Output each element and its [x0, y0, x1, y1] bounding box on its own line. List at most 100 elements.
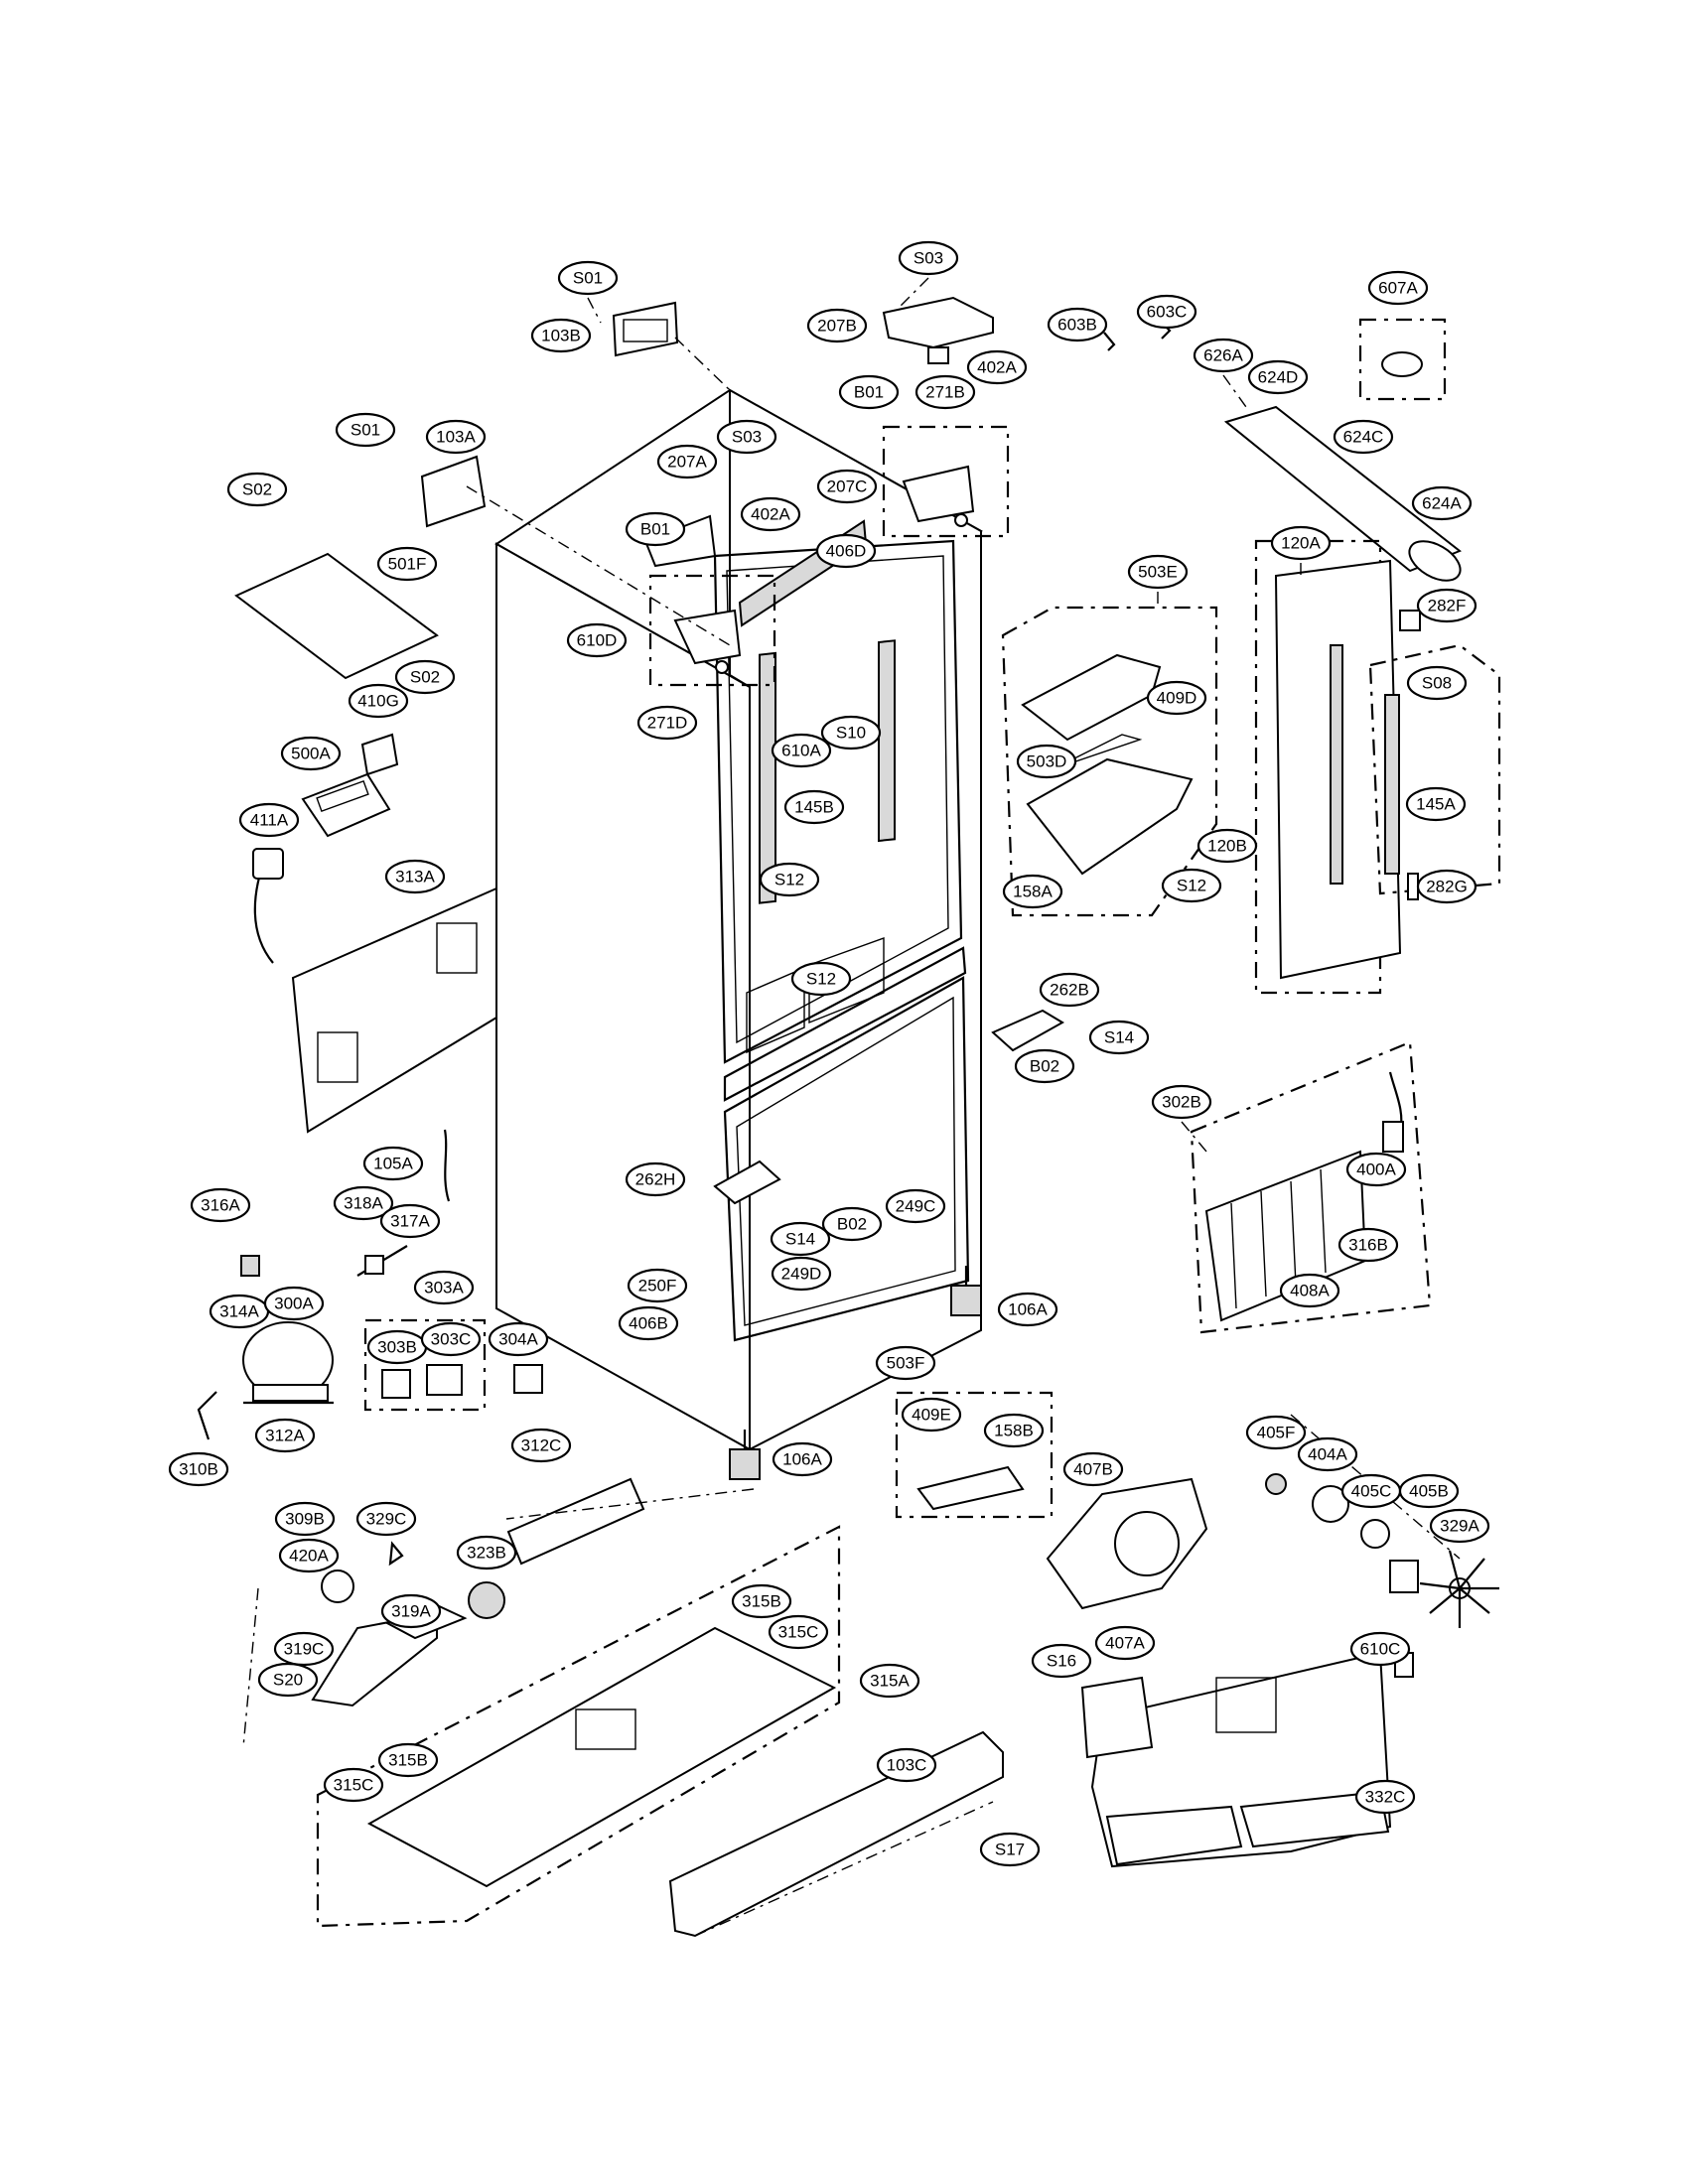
callout-315b: 315B [377, 1742, 439, 1778]
callout-249d: 249D [771, 1256, 832, 1292]
callout-oval [1416, 588, 1477, 623]
callout-oval [280, 736, 342, 771]
callout-label: 314A [219, 1302, 259, 1321]
compressor-300a [242, 1321, 334, 1405]
callout-label: 145B [794, 798, 834, 817]
callout-603b: 603B [1047, 307, 1108, 342]
callout-oval [875, 1345, 936, 1381]
cover-501f [234, 552, 439, 680]
callout-label: 271D [647, 714, 688, 733]
ice-bin-group-503e [1001, 606, 1218, 917]
callout-oval [1406, 665, 1468, 701]
callout-s16: S16 [1031, 1643, 1092, 1679]
callout-oval [530, 318, 592, 353]
callout-oval [898, 240, 959, 276]
callout-label: 319A [391, 1602, 431, 1621]
callout-label: 503D [1027, 752, 1067, 771]
callout-label: 332C [1365, 1788, 1406, 1807]
callout-oval [1354, 1779, 1416, 1815]
callout-label: 315A [870, 1672, 910, 1691]
callout-label: B01 [640, 520, 670, 539]
callout-103c: 103C [876, 1747, 937, 1783]
callout-312a: 312A [254, 1418, 316, 1453]
callout-323b: 323B [456, 1535, 517, 1570]
bracket-262h [713, 1160, 781, 1205]
callout-label: 405F [1257, 1424, 1296, 1442]
callout-oval [168, 1451, 229, 1487]
callout-282f: 282F [1416, 588, 1477, 623]
callout-315a: 315A [859, 1663, 920, 1699]
callout-label: 500A [291, 745, 331, 763]
callout-label: 406D [826, 542, 867, 561]
callout-oval [413, 1270, 475, 1305]
callout-503f: 503F [875, 1345, 936, 1381]
callout-oval [768, 1614, 829, 1650]
callout-labels: S01103BS03207B402A603B603C607A626A624DS0… [168, 240, 1490, 1867]
callout-302b: 302B [1151, 1084, 1212, 1120]
callout-s12: S12 [1161, 868, 1222, 903]
callout-oval [772, 1441, 833, 1477]
callout-oval [1047, 307, 1108, 342]
callout-label: 105A [373, 1155, 413, 1173]
bracket-207a [643, 514, 717, 568]
callout-label: 400A [1356, 1160, 1396, 1179]
callout-318a: 318A [333, 1185, 394, 1221]
callout-label: 207C [827, 478, 868, 496]
callout-label: 207B [817, 317, 857, 336]
callout-319c: 319C [273, 1631, 335, 1667]
callout-411a: 411A [238, 802, 300, 838]
callout-label: S10 [836, 724, 866, 743]
callout-oval [731, 1583, 792, 1619]
callout-oval [1411, 485, 1473, 521]
callout-405b: 405B [1398, 1473, 1460, 1509]
callout-label: 103B [541, 327, 581, 345]
callout-oval [790, 961, 852, 997]
fan-329a [1419, 1550, 1499, 1628]
callout-label: 271B [925, 383, 965, 402]
callout-b02: B02 [1014, 1048, 1075, 1084]
callout-oval [625, 511, 686, 547]
callout-404a: 404A [1297, 1436, 1358, 1472]
callout-oval [1416, 869, 1477, 904]
callout-oval [1127, 554, 1189, 590]
callout-label: 329C [366, 1510, 407, 1529]
callout-oval [394, 659, 456, 695]
callout-oval [263, 1286, 325, 1321]
callout-oval [1151, 1084, 1212, 1120]
callout-oval [979, 1832, 1041, 1867]
callout-s10: S10 [820, 715, 882, 751]
ice-tray-group-503f [895, 1391, 1054, 1519]
part-282g [1407, 873, 1419, 900]
evaporator-302b [1190, 1040, 1432, 1334]
callout-label: 310B [179, 1460, 218, 1479]
callout-oval [1279, 1273, 1340, 1308]
callout-label: S12 [774, 871, 804, 889]
callout-label: 624D [1258, 368, 1299, 387]
sensor-317a [356, 1245, 408, 1277]
callout-145b: 145B [783, 789, 845, 825]
callout-oval [566, 622, 628, 658]
callout-oval [238, 802, 300, 838]
callout-315c: 315C [323, 1767, 384, 1803]
callout-label: 501F [388, 555, 427, 574]
callout-610c: 610C [1349, 1631, 1411, 1667]
callout-oval [820, 715, 882, 751]
callout-oval [1002, 874, 1063, 909]
callout-oval [771, 733, 832, 768]
callout-406d: 406D [815, 533, 877, 569]
callout-oval [770, 1221, 831, 1257]
callout-oval [806, 308, 868, 343]
module-410g [360, 733, 399, 776]
leveling-leg-106a-left [729, 1430, 761, 1480]
callout-label: 407B [1073, 1460, 1113, 1479]
callout-282g: 282G [1416, 869, 1477, 904]
callout-oval [510, 1428, 572, 1463]
callout-oval [983, 1413, 1045, 1448]
callout-label: 405B [1409, 1482, 1449, 1501]
callout-405f: 405F [1245, 1415, 1307, 1450]
callout-oval [377, 1742, 439, 1778]
callout-label: 282F [1428, 597, 1467, 615]
callout-label: 315B [742, 1592, 781, 1611]
callout-label: 158B [994, 1422, 1034, 1440]
callout-oval [333, 1185, 394, 1221]
